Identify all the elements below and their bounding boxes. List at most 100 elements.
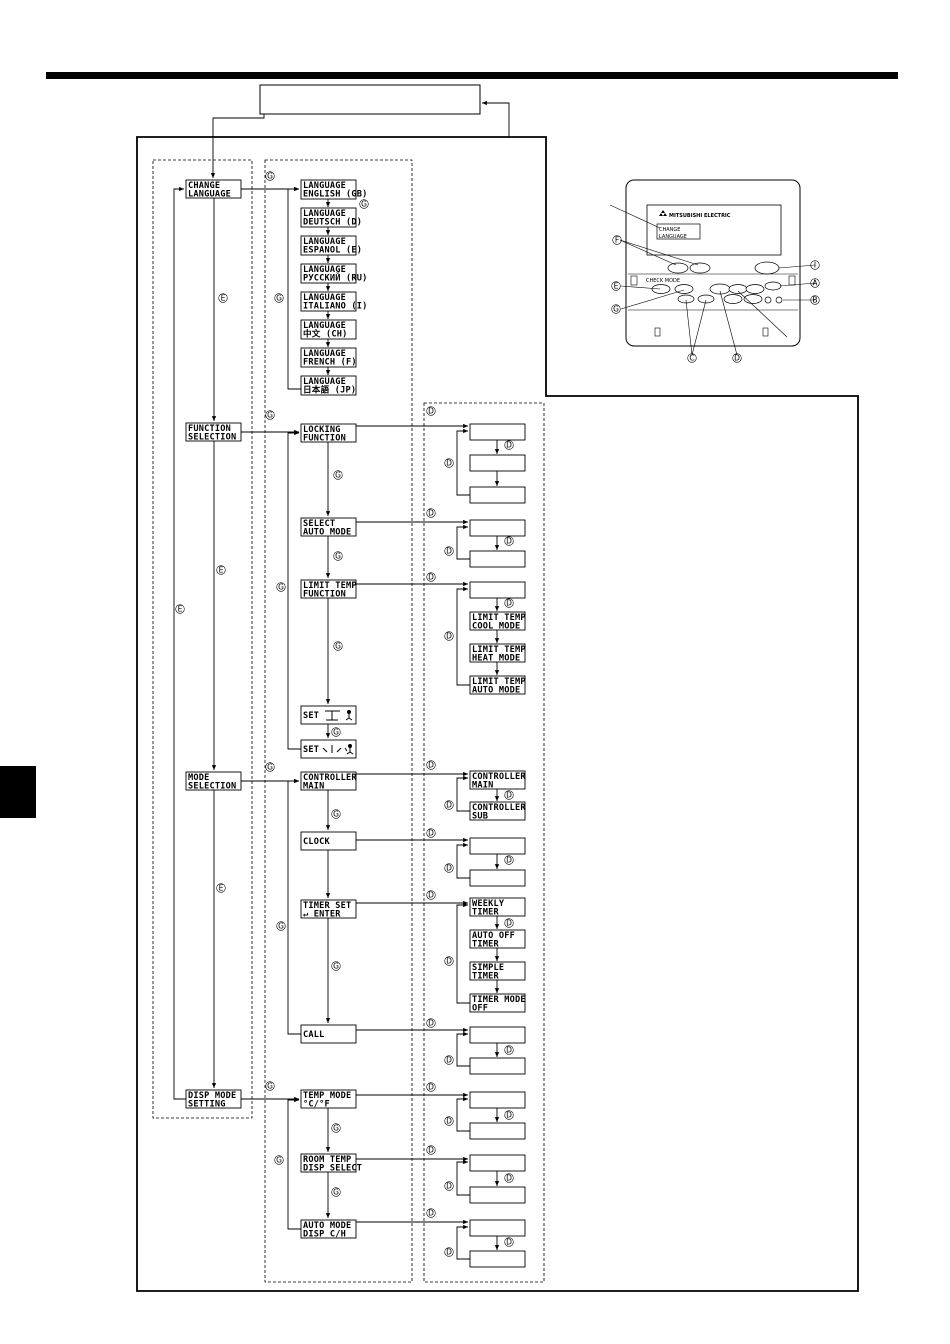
menu-disp-mode-setting-line-1: DISP MODE <box>188 1091 236 1101</box>
auto-mode-setting-1 <box>469 519 526 537</box>
limit-temp-setting-4-line-1: LIMIT TEMP <box>472 677 526 687</box>
remote-left-tab-icon <box>630 275 638 286</box>
svg-text:D: D <box>506 791 512 800</box>
function-item-3-line-1: LIMIT TEMP <box>303 581 357 591</box>
language-option-4-line-1: LANGUAGE <box>303 265 346 275</box>
mode-item-1-line-1: CONTROLLER <box>303 773 357 783</box>
label-D: D <box>426 828 436 838</box>
header-rule <box>46 72 898 79</box>
label-D: D <box>444 1181 454 1191</box>
svg-text:G: G <box>333 728 339 737</box>
language-option-1-line-1: LANGUAGE <box>303 181 346 191</box>
label-E: E <box>216 883 226 893</box>
connector-lines <box>173 186 500 1260</box>
remote-controller: MITSUBISHI ELECTRIC CHANGE LANGUAGE CHEC… <box>609 179 816 356</box>
louver-button[interactable] <box>723 294 743 304</box>
label-D: D <box>444 631 454 641</box>
timer-setting-2-line-1: AUTO OFF <box>472 931 515 941</box>
svg-text:D: D <box>446 864 452 873</box>
label-D: D <box>504 1237 514 1247</box>
svg-text:D: D <box>446 1248 452 1257</box>
function-item-1-line-1: LOCKING <box>303 425 341 435</box>
disp-item-2-line-2: DISP SELECT <box>303 1164 362 1174</box>
label-D: D <box>444 956 454 966</box>
function-item-1-line-2: FUNCTION <box>303 434 346 444</box>
svg-text:D: D <box>506 599 512 608</box>
label-D: D <box>426 1145 436 1155</box>
label-D: D <box>426 406 436 416</box>
language-option-6-line-1: LANGUAGE <box>303 321 346 331</box>
limit-temp-setting-3-line-1: LIMIT TEMP <box>472 645 526 655</box>
limit-temp-setting-1 <box>469 581 526 599</box>
svg-text:G: G <box>333 1124 339 1133</box>
disp-item-1: TEMP MODE°C/°F <box>300 1089 357 1110</box>
check-button[interactable] <box>775 296 783 304</box>
temp-up-button[interactable] <box>689 262 711 274</box>
remote-label-C: C <box>687 353 697 363</box>
temp-down-button[interactable] <box>667 262 689 274</box>
svg-text:G: G <box>361 200 367 209</box>
circled-letters: EEEEGGGGGGGGGGGGGGGGGDDDDDDDDDDDDDDDDDDD… <box>175 171 820 1257</box>
timer-up-button[interactable] <box>697 294 715 304</box>
menu-disp-mode-setting-line-2: SETTING <box>188 1100 226 1110</box>
svg-text:D: D <box>734 354 740 363</box>
menu-button[interactable] <box>651 284 671 294</box>
locking-setting-loop <box>456 428 470 496</box>
language-option-3-line-2: ESPANOL (E) <box>303 246 362 256</box>
test-button[interactable] <box>764 296 772 304</box>
room-temp-setting-2 <box>469 1186 526 1204</box>
svg-text:D: D <box>428 761 434 770</box>
label-D: D <box>444 1247 454 1257</box>
fan-button[interactable] <box>728 284 748 294</box>
mode-item-3-line-1: TIMER SET <box>303 901 351 911</box>
menu-function-selection-line-1: FUNCTION <box>188 424 231 434</box>
svg-text:D: D <box>428 1146 434 1155</box>
disp-item-3-line-2: DISP C/H <box>303 1230 346 1240</box>
svg-text:D: D <box>446 1056 452 1065</box>
svg-text:D: D <box>506 1046 512 1055</box>
label-G: G <box>265 762 275 772</box>
svg-text:D: D <box>446 957 452 966</box>
language-option-6-line-2: 中文 (CH) <box>303 328 347 340</box>
room-temp-setting-loop <box>456 1159 470 1196</box>
mode-item-4: CALL <box>300 1024 357 1044</box>
lcd-boxes: CHANGELANGUAGEFUNCTIONSELECTIONMODESELEC… <box>185 179 526 1268</box>
svg-text:D: D <box>428 891 434 900</box>
label-E: E <box>175 604 185 614</box>
svg-text:E: E <box>221 294 226 303</box>
set-airflow-icon <box>325 710 353 721</box>
enter-button[interactable] <box>709 283 731 295</box>
remote-label-D: D <box>732 353 742 363</box>
timer-setting-3-line-1: SIMPLE <box>472 963 504 973</box>
function-item-2-line-1: SELECT <box>303 519 335 529</box>
label-G: G <box>331 809 341 819</box>
mode-button[interactable] <box>764 281 782 291</box>
label-G: G <box>276 921 286 931</box>
label-G: G <box>331 727 341 737</box>
label-D: D <box>444 1116 454 1126</box>
auto-disp-setting-1 <box>469 1219 526 1237</box>
menu-function-selection-line-2: SELECTION <box>188 433 236 443</box>
auto-disp-setting-loop <box>456 1224 470 1260</box>
on-off-button[interactable] <box>754 261 780 275</box>
menu-change-language-line-2: LANGUAGE <box>188 190 231 200</box>
column-settings <box>423 402 545 1283</box>
remote-lcd-text-box <box>656 223 701 240</box>
remote-checkmode-label: CHECK MODE <box>646 278 680 284</box>
svg-text:D: D <box>506 919 512 928</box>
timer-down-button[interactable] <box>677 294 695 304</box>
vane-button[interactable] <box>745 284 765 294</box>
label-D: D <box>426 760 436 770</box>
timer-setting-2-line-2: TIMER <box>472 940 499 950</box>
label-D: D <box>504 536 514 546</box>
language-loop <box>287 186 301 390</box>
